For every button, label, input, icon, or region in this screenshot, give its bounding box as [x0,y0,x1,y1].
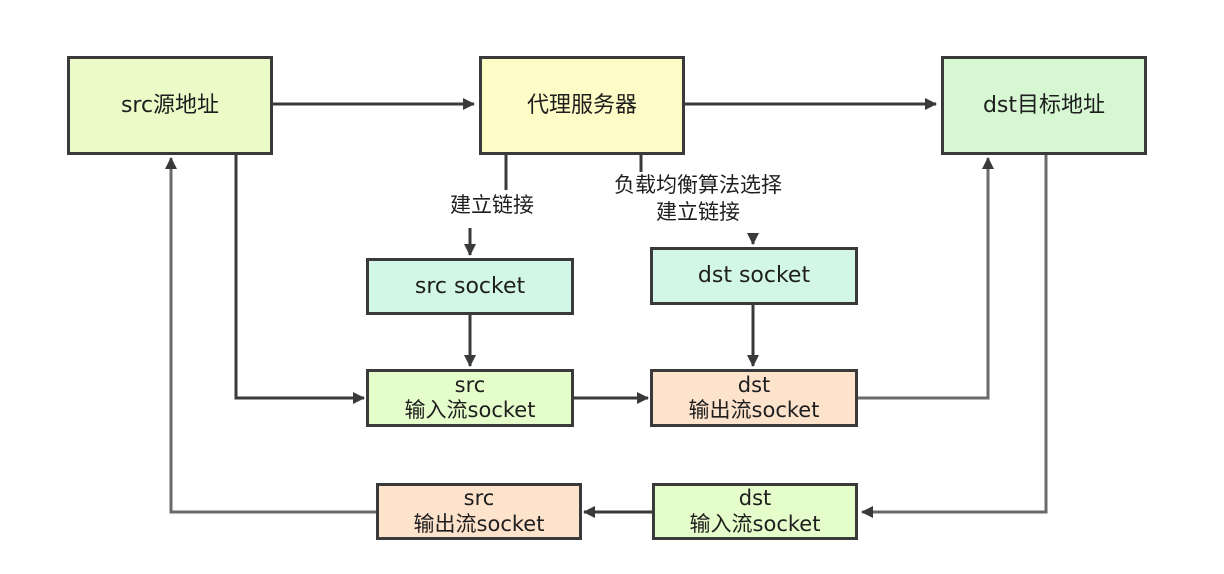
arrow-dst-out-to-dst-addr [858,157,994,400]
dst-input-stream-line2: 输入流socket [689,511,821,536]
dst-socket-node: dst socket [650,247,858,305]
dst-output-stream-node: dst 输出流socket [650,369,858,427]
proxy-server-label: 代理服务器 [526,92,637,118]
arrow-dst-addr-to-dst-in [861,155,1048,518]
src-output-stream-line1: src [463,486,495,511]
src-socket-node: src socket [366,258,574,315]
src-address-node: src源地址 [67,56,273,155]
edge-label-src-connect: 建立链接 [436,192,548,220]
proxy-server-node: 代理服务器 [479,56,685,155]
dst-input-stream-line1: dst [738,486,772,511]
dst-output-stream-line2: 输出流socket [688,398,820,422]
edge-label-dst-line2: 建立链接 [656,200,740,225]
arrow-src-out-to-src-addr [165,157,376,514]
dst-input-stream-node: dst 输入流socket [652,483,858,540]
edge-label-dst-connect: 负载均衡算法选择 建立链接 [589,172,807,227]
edge-label-src-connect-text: 建立链接 [450,193,534,217]
src-input-stream-node: src 输入流socket [366,369,574,427]
src-output-stream-line2: 输出流socket [413,511,545,536]
src-socket-label: src socket [414,273,526,299]
src-address-label: src源地址 [120,92,220,118]
src-input-stream-line1: src [454,372,486,397]
edge-label-dst-line1: 负载均衡算法选择 [614,173,782,197]
arrow-src-addr-to-src-in [234,155,365,404]
dst-address-label: dst目标地址 [982,92,1106,118]
src-input-stream-line2: 输入流socket [404,398,536,422]
dst-output-stream-line1: dst [737,372,771,397]
src-output-stream-node: src 输出流socket [376,483,582,540]
dst-socket-label: dst socket [697,263,811,289]
dst-address-node: dst目标地址 [941,56,1147,155]
